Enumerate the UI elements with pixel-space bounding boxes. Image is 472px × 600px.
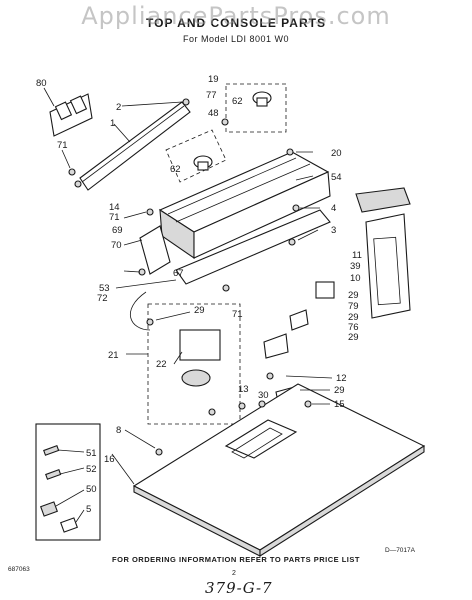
diagram-title: TOP AND CONSOLE PARTS <box>146 16 326 30</box>
callout-labels: 80 19 2 77 62 48 1 71 62 20 54 14 71 4 6… <box>36 74 362 515</box>
leader-lines <box>43 87 333 523</box>
part-51-clip <box>43 445 60 456</box>
part-22-timer <box>179 329 221 387</box>
callout-14: 14 <box>109 202 120 213</box>
model-subtitle: For Model LDI 8001 W0 <box>182 34 290 44</box>
part-62-knob <box>252 91 272 107</box>
handwritten-code: 379-G-7 <box>205 579 273 597</box>
knob-group-outline <box>225 83 287 133</box>
wire-72 <box>129 291 151 331</box>
part-54-console-housing <box>158 151 331 260</box>
callout-51: 51 <box>86 448 97 459</box>
callout-2: 2 <box>116 102 121 113</box>
callout-54: 54 <box>331 172 342 183</box>
part-76-switch <box>263 333 289 359</box>
callout-15: 15 <box>334 399 345 410</box>
callout-72: 72 <box>97 293 108 304</box>
part-16-top-panel <box>132 383 426 558</box>
page-number: 2 <box>232 570 236 577</box>
screws <box>68 98 312 456</box>
diagram-code: D—7017A <box>385 547 415 554</box>
callout-67: 67 <box>173 268 184 279</box>
part-4-bracket <box>139 225 171 275</box>
callout-13: 29 <box>334 385 345 396</box>
part-10-lint-housing <box>365 213 411 319</box>
callout-53: 53 <box>99 283 110 294</box>
part-52-clip <box>45 469 62 480</box>
callout-79: 79 <box>348 301 359 312</box>
callout-10: 10 <box>350 273 361 284</box>
part-80-bracket <box>49 93 93 137</box>
callout-29-a: 29 <box>194 305 205 316</box>
callout-71-lower: 71 <box>232 309 243 320</box>
callout-3: 70 <box>111 240 122 251</box>
callout-21: 21 <box>108 350 119 361</box>
callout-39: 39 <box>350 261 361 272</box>
footer-note: FOR ORDERING INFORMATION REFER TO PARTS … <box>112 555 360 564</box>
document-code: 687063 <box>8 566 30 573</box>
callout-11: 11 <box>352 250 362 261</box>
callout-70: 3 <box>331 225 336 236</box>
callout-80: 80 <box>36 78 47 89</box>
callout-8: 8 <box>116 425 121 436</box>
callout-19: 19 <box>208 74 219 85</box>
callout-16: 16 <box>104 454 115 465</box>
callout-29-e: 13 <box>238 384 249 395</box>
part-62-knob-lower <box>193 155 213 171</box>
part-39-switch <box>315 281 335 299</box>
callout-71-mid: 71 <box>109 212 120 223</box>
part-1-rear-panel <box>79 101 191 191</box>
callout-50: 50 <box>86 484 97 495</box>
callout-69: 4 <box>331 203 336 214</box>
callout-29-d: 29 <box>348 332 359 343</box>
part-5-cap <box>60 517 78 533</box>
callout-1: 1 <box>110 118 115 129</box>
callout-5: 5 <box>86 504 91 515</box>
callout-62-lower: 62 <box>170 164 181 175</box>
callout-52: 52 <box>86 464 97 475</box>
callout-20: 20 <box>331 148 342 159</box>
part-53-control-panel <box>175 209 331 285</box>
callout-77: 77 <box>206 90 217 101</box>
callout-29-c: 29 <box>348 312 359 323</box>
callout-29-b: 29 <box>348 290 359 301</box>
callout-4: 69 <box>112 225 123 236</box>
part-79-switch <box>289 309 309 331</box>
timer-group-outline <box>147 303 241 425</box>
callout-62-upper: 62 <box>232 96 243 107</box>
part-11-lint-cover <box>355 187 411 213</box>
callout-71-upper: 71 <box>57 140 68 151</box>
part-50-plug <box>40 501 58 517</box>
callout-76: 76 <box>348 322 359 333</box>
callout-12: 12 <box>336 373 347 384</box>
callout-30: 30 <box>258 390 269 401</box>
callout-22: 22 <box>156 359 167 370</box>
callout-48: 48 <box>208 108 219 119</box>
